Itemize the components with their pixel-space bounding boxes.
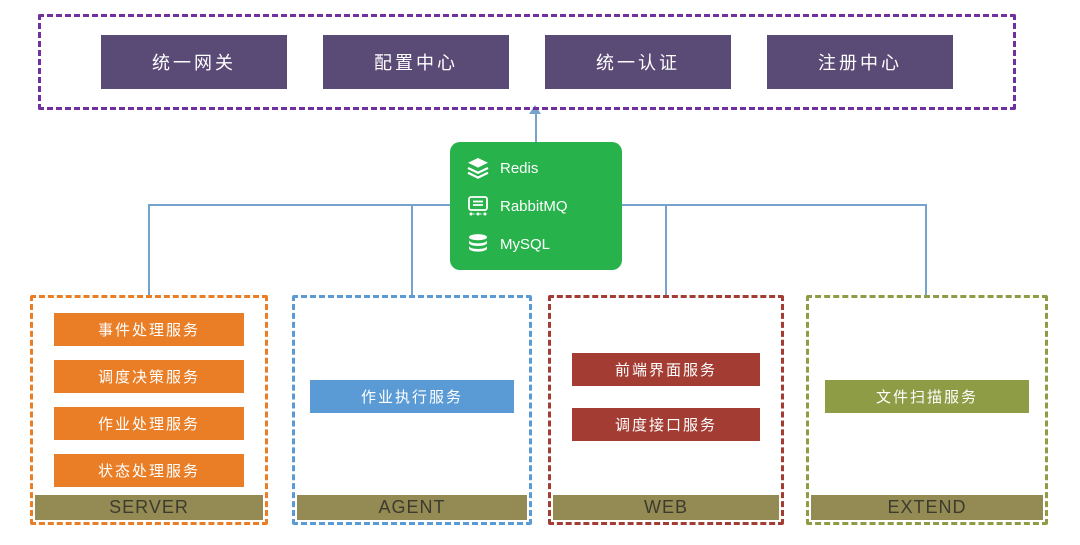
group-extend-services: 文件扫描服务 [809,298,1045,495]
group-web: 前端界面服务 调度接口服务 WEB [548,295,784,525]
top-service-registry: 注册中心 [767,35,953,89]
middleware-label: Redis [500,159,539,177]
group-web-services: 前端界面服务 调度接口服务 [551,298,781,495]
group-label-extend: EXTEND [811,495,1043,520]
connector-agent [411,204,413,295]
service-status-processing: 状态处理服务 [54,454,244,487]
group-agent-services: 作业执行服务 [295,298,529,495]
middleware-label: RabbitMQ [500,197,568,215]
service-frontend-ui: 前端界面服务 [572,352,760,386]
top-service-config-center: 配置中心 [323,35,509,89]
redis-icon [466,156,490,180]
top-service-auth: 统一认证 [545,35,731,89]
connector-extend [925,204,927,295]
group-agent: 作业执行服务 AGENT [292,295,532,525]
service-event-processing: 事件处理服务 [54,313,244,346]
platform-services-group: 统一网关 配置中心 统一认证 注册中心 [38,14,1016,110]
group-label-agent: AGENT [297,495,527,520]
top-service-gateway: 统一网关 [101,35,287,89]
connector-web [665,204,667,295]
service-schedule-decision: 调度决策服务 [54,360,244,393]
service-job-processing: 作业处理服务 [54,407,244,440]
group-server-services: 事件处理服务 调度决策服务 作业处理服务 状态处理服务 [33,298,265,495]
middleware-label: MySQL [500,235,551,253]
group-label-web: WEB [553,495,779,520]
middleware-box: Redis RabbitMQ [450,142,622,270]
middleware-row-rabbitmq: RabbitMQ [466,194,622,218]
middleware-row-redis: Redis [466,156,622,180]
connector-server [148,204,150,295]
group-server: 事件处理服务 调度决策服务 作业处理服务 状态处理服务 SERVER [30,295,268,525]
group-extend: 文件扫描服务 EXTEND [806,295,1048,525]
service-schedule-api: 调度接口服务 [572,407,760,441]
mysql-icon [466,232,490,256]
service-file-scan: 文件扫描服务 [825,380,1029,413]
rabbitmq-icon [466,194,490,218]
group-label-server: SERVER [35,495,263,520]
up-arrow-line [535,114,537,142]
middleware-row-mysql: MySQL [466,232,622,256]
service-job-execution: 作业执行服务 [310,380,514,413]
